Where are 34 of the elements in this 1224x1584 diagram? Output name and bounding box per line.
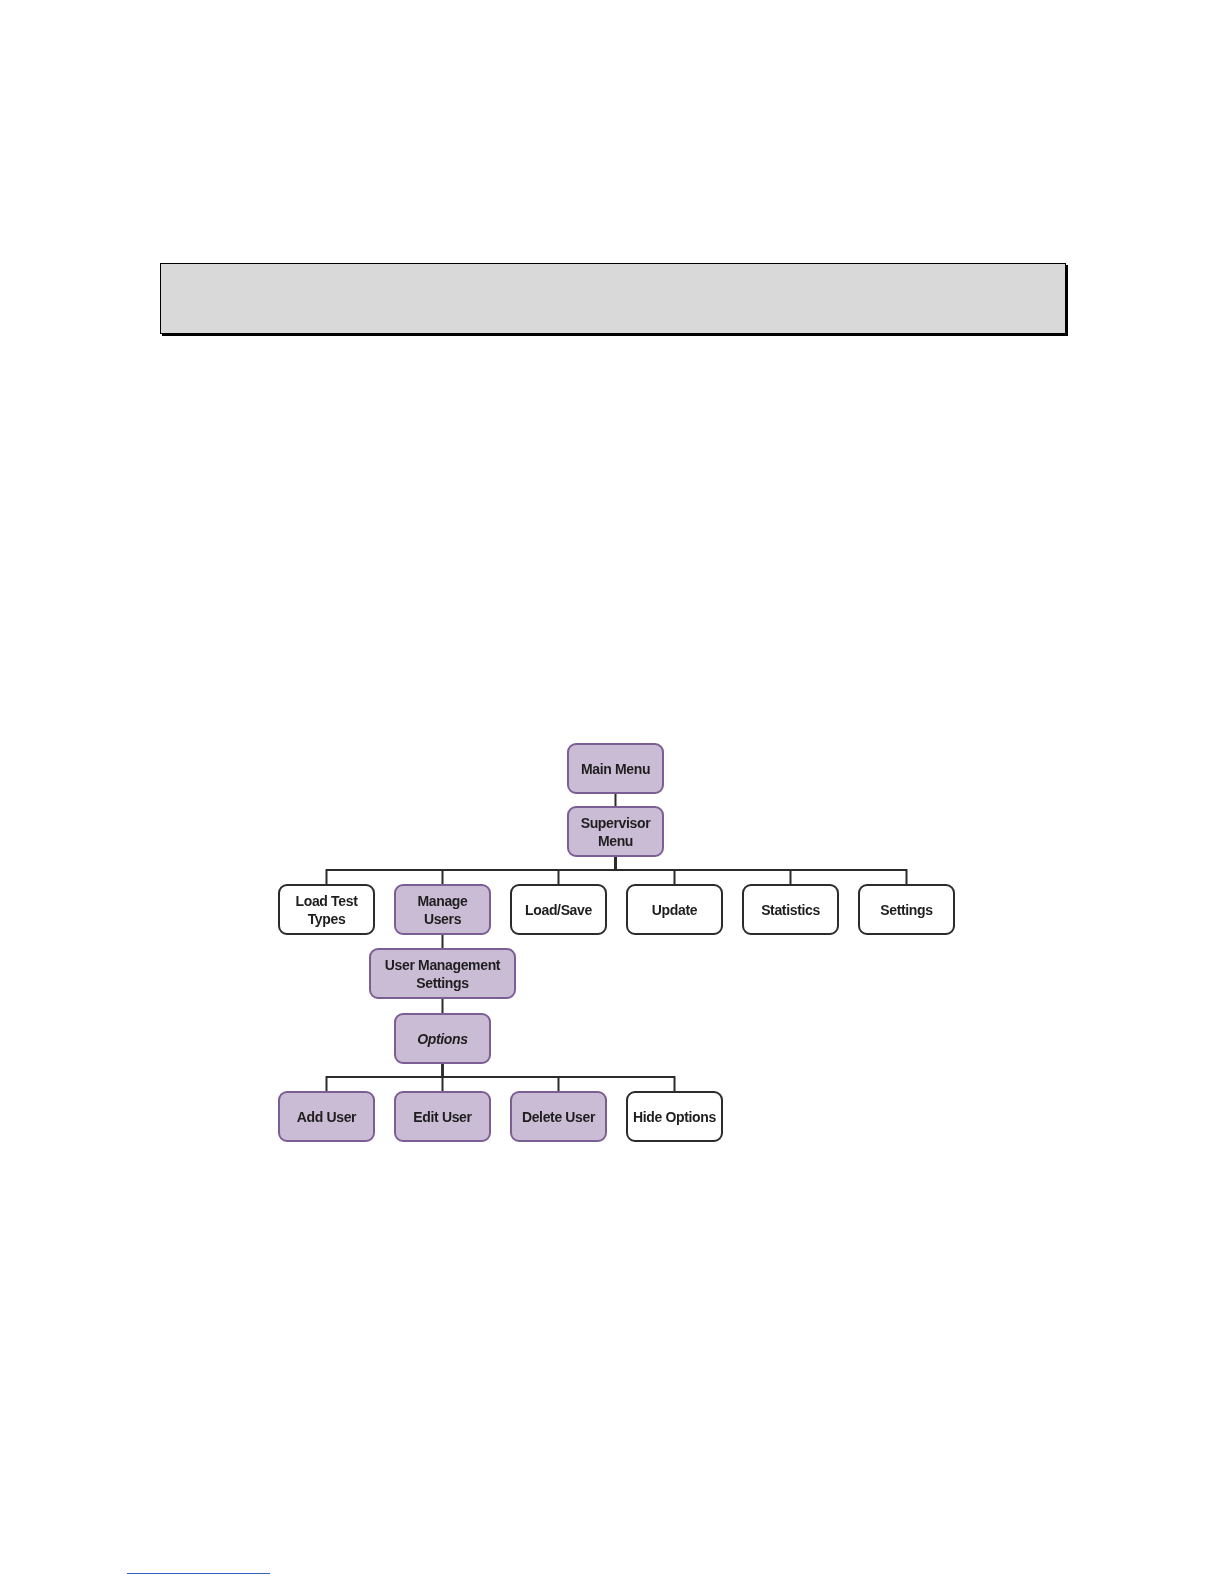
menu-label: Supervisor Menu (579, 813, 652, 850)
menu-label: Hide Options (633, 1107, 716, 1126)
menu-label: Statistics (761, 900, 820, 919)
menu-box (510, 1091, 607, 1142)
menu-box (394, 1091, 491, 1142)
menu-box (858, 884, 955, 935)
menu-box (567, 806, 664, 857)
menu-box (369, 948, 516, 999)
menu-box (742, 884, 839, 935)
connector-line (441, 1063, 676, 1092)
banner-bar (160, 263, 1066, 334)
connector-line (441, 998, 444, 1014)
menu-label: Options (417, 1029, 468, 1048)
menu-label: Settings (880, 900, 933, 919)
menu-box (278, 1091, 375, 1142)
menu-label: Main Menu (580, 759, 651, 778)
menu-label: Load Test Types (294, 891, 359, 928)
menu-label: Load/Save (525, 900, 592, 919)
menu-box (394, 884, 491, 935)
menu-box (394, 1013, 491, 1064)
menu-box (510, 884, 607, 935)
menu-label: Manage Users (416, 891, 469, 928)
connector-line (614, 793, 617, 807)
menu-label: User Management Settings (383, 955, 502, 992)
menu-box (626, 884, 723, 935)
menu-box (626, 1091, 723, 1142)
menu-label: Update (651, 900, 698, 919)
menu-label: Delete User (521, 1107, 596, 1126)
menu-box (278, 884, 375, 935)
connector-line (614, 856, 908, 885)
menu-box (567, 743, 664, 794)
menu-label: Edit User (413, 1107, 472, 1126)
menu-label: Add User (296, 1107, 357, 1126)
connector-line (441, 934, 444, 949)
